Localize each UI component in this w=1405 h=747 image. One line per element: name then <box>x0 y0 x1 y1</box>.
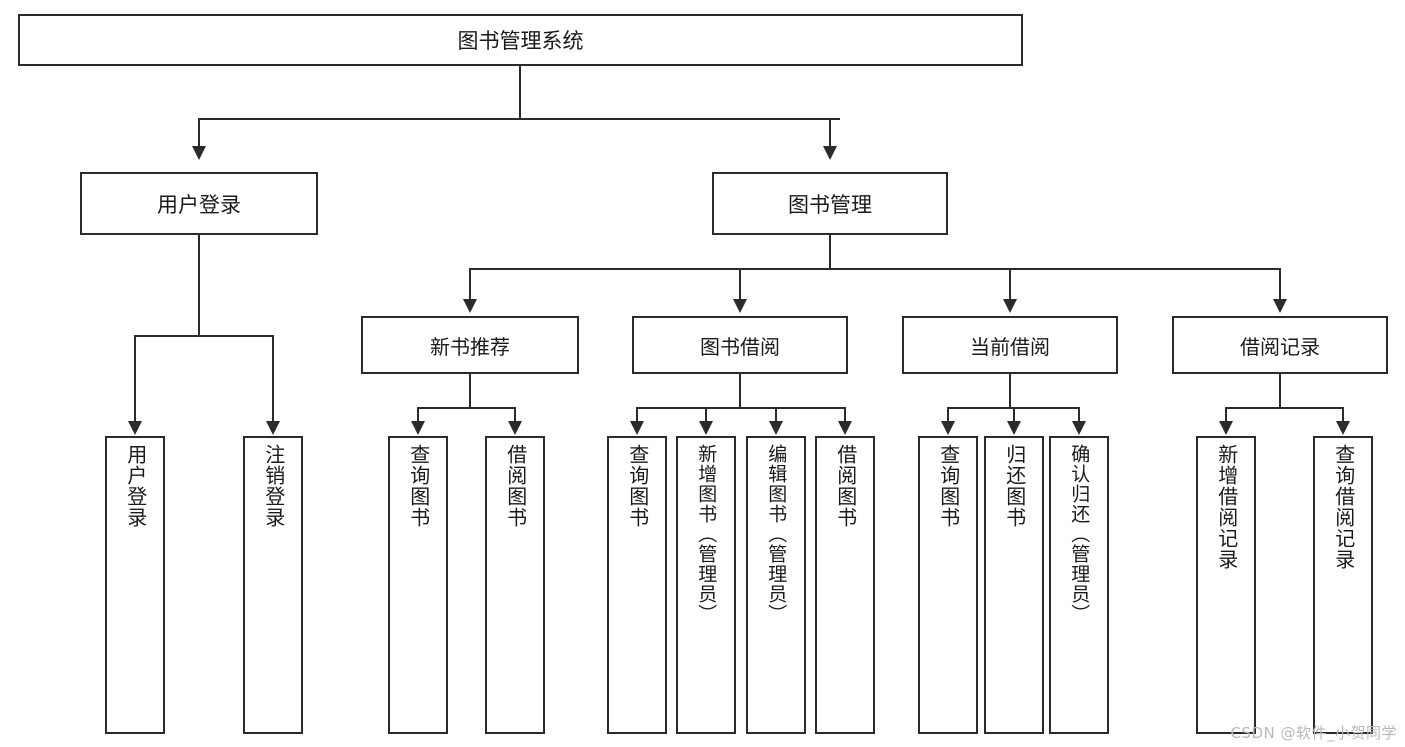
leaf-label: 归还图书 <box>1002 444 1027 528</box>
leaf-label: 借阅图书 <box>833 444 858 528</box>
arrowhead-current-borrow-to-leaf-1 <box>941 421 955 435</box>
leaf-edit-book: 编辑图书（管理员） <box>746 436 806 734</box>
leaf-label: 查询图书 <box>406 444 431 528</box>
node-label: 新书推荐 <box>430 334 510 359</box>
arrowhead-book-borrow-to-leaf-2 <box>699 421 713 435</box>
connector-current-borrow-to-leaf-1 <box>947 407 949 423</box>
leaf-label: 编辑图书（管理员） <box>765 444 788 624</box>
connector-user-login-to-leaf-2 <box>272 335 274 423</box>
leaf-user-login: 用户登录 <box>105 436 165 734</box>
node-root-system: 图书管理系统 <box>18 14 1023 66</box>
connector-book-borrow-to-leaf-2 <box>705 407 707 423</box>
connector-current-borrow-stem <box>1009 374 1011 407</box>
leaf-confirm-return: 确认归还（管理员） <box>1049 436 1109 734</box>
leaf-label: 新增图书（管理员） <box>695 444 718 624</box>
leaf-query-book-3: 查询图书 <box>918 436 978 734</box>
arrowhead-new-book-rec-to-leaf-2 <box>508 421 522 435</box>
node-label: 借阅记录 <box>1240 334 1320 359</box>
arrowhead-book-borrow-to-leaf-4 <box>838 421 852 435</box>
arrowhead-book-manage-to-borrow-record <box>1273 299 1287 313</box>
leaf-label: 查询借阅记录 <box>1331 444 1356 570</box>
leaf-label: 查询图书 <box>625 444 650 528</box>
arrowhead-current-borrow-to-leaf-3 <box>1072 421 1086 435</box>
node-borrow-record: 借阅记录 <box>1172 316 1388 374</box>
connector-book-borrow-bar <box>636 407 844 409</box>
node-book-manage: 图书管理 <box>712 172 948 235</box>
connector-book-manage-to-book-borrow <box>739 268 741 301</box>
arrowhead-book-borrow-to-leaf-1 <box>630 421 644 435</box>
node-user-login: 用户登录 <box>80 172 318 235</box>
connector-book-borrow-to-leaf-4 <box>844 407 846 423</box>
connector-new-book-rec-stem <box>469 374 471 407</box>
connector-book-borrow-to-leaf-1 <box>636 407 638 423</box>
leaf-label: 新增借阅记录 <box>1214 444 1239 570</box>
node-label: 用户登录 <box>157 192 241 217</box>
connector-new-book-rec-to-leaf-1 <box>417 407 419 423</box>
connector-borrow-record-to-leaf-1 <box>1225 407 1227 423</box>
arrowhead-book-manage-to-current-borrow <box>1003 299 1017 313</box>
leaf-borrow-book-1: 借阅图书 <box>485 436 545 734</box>
node-label: 图书借阅 <box>700 334 780 359</box>
node-current-borrow: 当前借阅 <box>902 316 1118 374</box>
connector-book-manage-to-borrow-record <box>1279 268 1281 301</box>
arrowhead-borrow-record-to-leaf-1 <box>1219 421 1233 435</box>
connector-new-book-rec-to-leaf-2 <box>514 407 516 423</box>
connector-book-manage-to-current-borrow <box>1009 268 1011 301</box>
arrowhead-root-to-book-manage <box>823 146 837 160</box>
arrowhead-current-borrow-to-leaf-2 <box>1007 421 1021 435</box>
connector-root-to-user-login <box>198 118 200 148</box>
connector-current-borrow-bar <box>947 407 1078 409</box>
node-book-borrow: 图书借阅 <box>632 316 848 374</box>
leaf-label: 注销登录 <box>261 444 286 528</box>
leaf-query-record: 查询借阅记录 <box>1313 436 1373 734</box>
arrowhead-book-borrow-to-leaf-3 <box>769 421 783 435</box>
node-label: 图书管理系统 <box>457 29 584 53</box>
leaf-label: 用户登录 <box>123 444 148 528</box>
arrowhead-book-manage-to-book-borrow <box>733 299 747 313</box>
connector-book-borrow-to-leaf-3 <box>775 407 777 423</box>
arrowhead-root-to-user-login <box>192 146 206 160</box>
connector-borrow-record-to-leaf-2 <box>1342 407 1344 423</box>
leaf-return-book: 归还图书 <box>984 436 1044 734</box>
connector-book-borrow-stem <box>739 374 741 407</box>
arrowhead-user-login-to-leaf-1 <box>128 421 142 435</box>
node-label: 当前借阅 <box>970 334 1050 359</box>
connector-current-borrow-to-leaf-2 <box>1013 407 1015 423</box>
connector-book-manage-bar <box>469 268 1280 270</box>
leaf-label: 借阅图书 <box>503 444 528 528</box>
leaf-label: 查询图书 <box>936 444 961 528</box>
connector-new-book-rec-bar <box>417 407 515 409</box>
connector-root-stem <box>519 66 521 118</box>
leaf-query-book-2: 查询图书 <box>607 436 667 734</box>
connector-user-login-to-leaf-1 <box>134 335 136 423</box>
connector-current-borrow-to-leaf-3 <box>1078 407 1080 423</box>
node-label: 图书管理 <box>788 192 872 217</box>
connector-borrow-record-stem <box>1279 374 1281 407</box>
connector-borrow-record-bar <box>1225 407 1343 409</box>
connector-book-manage-to-new-book-rec <box>469 268 471 301</box>
leaf-label: 确认归还（管理员） <box>1068 444 1091 624</box>
connector-user-login-bar <box>134 335 274 337</box>
arrowhead-user-login-to-leaf-2 <box>266 421 280 435</box>
connector-book-manage-stem <box>829 235 831 268</box>
leaf-borrow-book-2: 借阅图书 <box>815 436 875 734</box>
csdn-watermark: CSDN @软件_小贺同学 <box>1230 724 1397 742</box>
connector-user-login-stem <box>198 235 200 335</box>
arrowhead-new-book-rec-to-leaf-1 <box>411 421 425 435</box>
leaf-query-book-1: 查询图书 <box>388 436 448 734</box>
leaf-user-logout: 注销登录 <box>243 436 303 734</box>
arrowhead-book-manage-to-new-book-rec <box>463 299 477 313</box>
node-new-book-rec: 新书推荐 <box>361 316 579 374</box>
leaf-add-book: 新增图书（管理员） <box>676 436 736 734</box>
connector-root-to-book-manage <box>829 118 831 148</box>
leaf-add-record: 新增借阅记录 <box>1196 436 1256 734</box>
connector-root-bar <box>198 118 840 120</box>
arrowhead-borrow-record-to-leaf-2 <box>1336 421 1350 435</box>
